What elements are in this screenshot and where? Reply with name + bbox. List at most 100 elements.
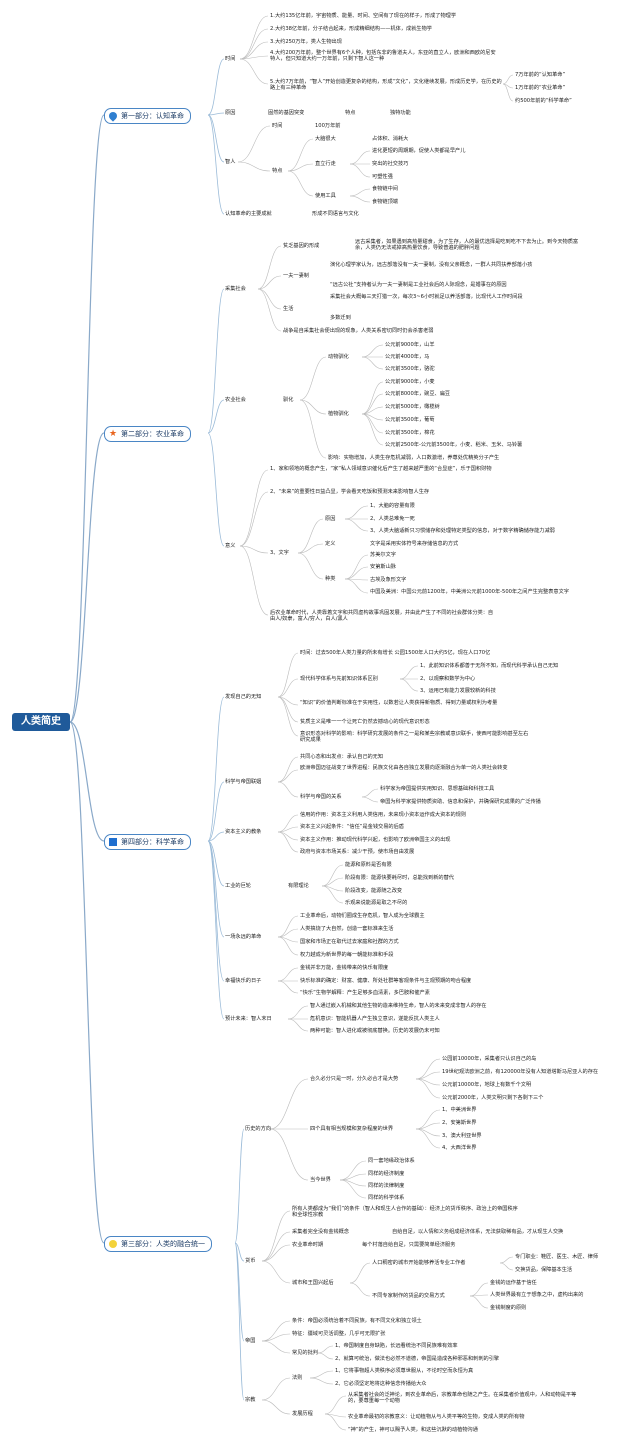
node[interactable]: 采集社会大概每三天打猎一次，每次3~6小时就足以养活部落，比现代人工作时间段 — [330, 294, 523, 300]
node[interactable]: 战争是自采集社会便出现的现象，人类关系密切同时仍会杀害老弱 — [283, 328, 434, 334]
node[interactable]: 2、安第斯世界 — [442, 1120, 477, 1126]
node[interactable]: 100万年前 — [315, 123, 341, 129]
node[interactable]: 科学家为帝国提供实用知识、思想基础和科技工具 — [380, 786, 495, 792]
node[interactable]: 工业革命后，动物们圈成生存危机，智人成为全球霸主 — [300, 913, 425, 919]
node[interactable]: 信用的作用：资本主义利用人类信用，未来现小资本运作成大资本的规则 — [300, 812, 467, 818]
section-agricultural-revolution[interactable]: ★ 第二部分：农业革命 — [104, 426, 191, 442]
node[interactable]: 大脑很大 — [315, 136, 336, 142]
node[interactable]: 同样的经济制度 — [368, 1171, 405, 1177]
node[interactable]: 食物链顶端 — [372, 199, 398, 205]
node[interactable]: 特点 — [272, 168, 283, 174]
node[interactable]: 中国及美洲：中国公元前1200年，中美洲公元前1000年-500年之间产生完整表… — [370, 589, 569, 595]
node[interactable]: 动物驯化 — [328, 354, 349, 360]
node[interactable]: 可塑性强 — [372, 174, 393, 180]
node[interactable]: 危机意识：智能机器人产生独立意识，遂能反抗人类主人 — [310, 1016, 440, 1022]
node[interactable]: 自给自足，以人情和义务组成经济体系，无法获取稀有品，才从现生人交换 — [392, 1229, 564, 1235]
node[interactable]: 直立行走 — [315, 161, 336, 167]
node[interactable]: 货币 — [245, 1258, 256, 1264]
node[interactable]: 两种可能：智人进化或被彻底替换。历史的发展仍未可知 — [310, 1028, 440, 1034]
node[interactable]: 阶段改变，能源随之改变 — [345, 888, 403, 894]
root-node[interactable]: 人类简史 — [12, 713, 70, 731]
node[interactable]: 独特功能 — [390, 110, 411, 116]
node[interactable]: 5.大约7万年前，“智人”开始创造更复杂的结构，形成“文化”，文化继续发展，形成… — [270, 79, 502, 92]
node[interactable]: 资本主义作用：推动现代科学兴起，也影响了欧洲帝国主义的出现 — [300, 837, 451, 843]
node[interactable]: 驯化 — [283, 397, 294, 403]
node[interactable]: 演化心理学家认为，远古部落没有一夫一妻制，没有父亲概念，一群人共同扶养部落小孩 — [330, 262, 533, 268]
node[interactable]: 7万年前的“认知革命” — [515, 72, 566, 78]
node[interactable]: 欧洲帝国迈征战变了世界进程：民族文化由各自独立发展向逐渐融合为单一的人类社会转变 — [300, 765, 508, 771]
node[interactable]: 阶段有限：能源快要耗尽时，总能找到新的替代 — [345, 875, 454, 881]
node[interactable]: 快乐标准的确定：财富、健康、所处社群等客观条件与主观预期的吻合程度 — [300, 978, 472, 984]
node[interactable]: 2、就算可统治，做法也必然不道德，帝国是造成各种邪恶和刺刺的引擎 — [335, 1356, 500, 1362]
node[interactable]: 共同心态和出发点：承认自己的无知 — [300, 754, 384, 760]
node[interactable]: 人类世界最有立于想象之中，虚构出来的 — [490, 1292, 584, 1298]
node[interactable]: 每个村落自给自足，只需要简单经济服务 — [362, 1242, 456, 1248]
section-unification[interactable]: 第三部分：人类的融合统一 — [104, 1236, 212, 1252]
node[interactable]: 19世纪观法欧洲之前，有120000年没有人知道塔斯马尼亚人的存在 — [442, 1069, 599, 1075]
node[interactable]: 同样的科学体系 — [368, 1195, 405, 1201]
node[interactable]: 1、中美洲世界 — [442, 1107, 477, 1113]
node[interactable]: 3、运用已有能力发展较新的科技 — [420, 688, 496, 694]
node[interactable]: 乐观来说能源是取之不尽的 — [345, 900, 408, 906]
node[interactable]: 生活 — [283, 306, 294, 312]
node[interactable]: 多数迁到 — [330, 315, 351, 321]
node[interactable]: 1、大脑的容量有限 — [370, 503, 415, 509]
node[interactable]: 2、它必须坚定地将这种信念传播给大众 — [335, 1381, 427, 1387]
node[interactable]: 人类搞烧了大自然，创造一套标准来生活 — [300, 926, 394, 932]
node[interactable]: 采集者完全没有金钱概念 — [292, 1229, 350, 1235]
node[interactable]: 资本主义兴起条件：“信任”是金钱交易的后盾 — [300, 824, 404, 830]
node[interactable]: “远古公社”支持者认为一夫一妻制是工业社会后的人际观念，是婚事在的原因 — [330, 282, 507, 288]
node[interactable]: 四个具有相当规模和复杂程度的世界 — [310, 1126, 394, 1132]
node[interactable]: 工业的巨轮 — [225, 883, 251, 889]
node[interactable]: 意义 — [225, 543, 236, 549]
node[interactable]: 3、人类大脑适新只习惯储存和处理特定类型的信息，对于数字精确储存能力减弱 — [370, 528, 555, 534]
node[interactable]: 一场永远的革命 — [225, 934, 262, 940]
node[interactable]: 原因 — [325, 516, 336, 522]
node[interactable]: 古埃及象形文字 — [370, 577, 407, 583]
node[interactable]: 从采集者社会的泛神论，到农业革命后，宗教革命也随之产生。在采集者价值观中，人和动… — [348, 1392, 577, 1405]
node[interactable]: 权力越成为新世界的每一朝能标准和手段 — [300, 952, 394, 958]
node[interactable]: 意识形态对科学的影响：科学研究发展的条件之一是和某些宗教或意识联手，使西可能影响… — [300, 731, 529, 744]
node[interactable]: 农业社会 — [225, 397, 246, 403]
node[interactable]: 进化更短的周期期，促使人类都是早产儿 — [372, 148, 466, 154]
node[interactable]: 后农业革命时代，人类靠着文字和共同虚构故事巩固发展，并由此产生了不同的社会群体分… — [270, 610, 494, 623]
node[interactable]: 常见的批判 — [292, 1350, 318, 1356]
node[interactable]: 公元前2500年-公元前3500年，小麦、稻米、玉米、马铃薯 — [385, 442, 523, 448]
node[interactable]: 资本主义的教条 — [225, 829, 262, 835]
node[interactable]: 专门职业：鞋匠、医生、木匠、律师 — [515, 1254, 599, 1260]
node[interactable]: 智人通过嵌入机械和其他生物的造来维持生命，智人的未来变成非智人的存在 — [310, 1003, 487, 1009]
node[interactable]: 3.大约250万年，类人生物出现 — [270, 39, 342, 45]
node[interactable]: 2、以观察和数学为中心 — [420, 676, 476, 682]
node[interactable]: 影响：实物增加，人类生存危机减弱，人口数激增，养尊处优精英分子产生 — [328, 455, 500, 461]
node[interactable]: 4、大西洋世界 — [442, 1145, 477, 1151]
node[interactable]: 金钱并非万能，金钱带来的快乐有限度 — [300, 965, 389, 971]
node[interactable]: 宗教 — [245, 1397, 256, 1403]
section-scientific-revolution[interactable]: 第四部分：科学革命 — [104, 834, 191, 850]
node[interactable]: 2、“未来”的重要性日益凸显，学会看天吃饭和预测未来影响智人生存 — [270, 489, 430, 495]
node[interactable]: 一夫一妻制 — [283, 273, 309, 279]
node[interactable]: 同样的法律制度 — [368, 1183, 405, 1189]
node[interactable]: 历史的方向 — [245, 1126, 271, 1132]
node[interactable]: 认知革命的主要成就 — [225, 211, 272, 217]
node[interactable]: 科学与帝国联姻 — [225, 779, 262, 785]
node[interactable]: 有限理论 — [288, 883, 309, 889]
node[interactable]: 突出的社交技巧 — [372, 161, 409, 167]
node[interactable]: 植物驯化 — [328, 411, 349, 417]
node[interactable]: 时间 — [272, 123, 283, 129]
node[interactable]: 科学与帝国的关系 — [300, 794, 342, 800]
node[interactable]: 发展历程 — [292, 1411, 313, 1417]
node[interactable]: 2.大约38亿年前，分子结合起来，形成精细结构——机体，成就生物学 — [270, 26, 432, 32]
node[interactable]: 智人 — [225, 159, 236, 165]
node[interactable]: 人口稠密的城市开始能够养活专业工作者 — [372, 1260, 466, 1266]
node[interactable]: 不同专家制作的货品的交易方式 — [372, 1293, 445, 1299]
node[interactable]: 1、家和领地的概念产生，“家”私人领域意识催化后产生了越来越严重的“合显症”，乐… — [270, 466, 492, 472]
node[interactable]: 国家和市场正在取代过去家庭和社群的方式 — [300, 939, 399, 945]
node[interactable]: 农业革命时期 — [292, 1242, 324, 1248]
node[interactable]: 种类 — [325, 576, 336, 582]
node[interactable]: 食物链中间 — [372, 186, 398, 192]
node[interactable]: 形成不同语言与文化 — [312, 211, 359, 217]
node[interactable]: 安第斯山脉 — [370, 564, 396, 570]
node[interactable]: 采集社会 — [225, 286, 246, 292]
node[interactable]: 公元前8000年，豌豆、扁豆 — [385, 391, 451, 397]
node[interactable]: 当今世界 — [310, 1177, 331, 1183]
